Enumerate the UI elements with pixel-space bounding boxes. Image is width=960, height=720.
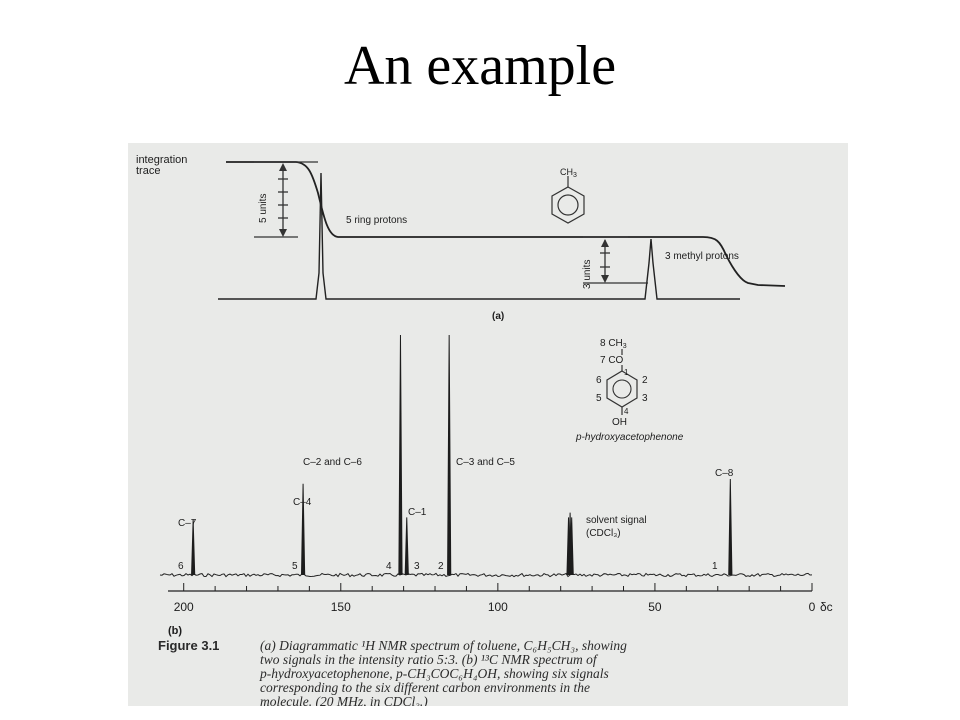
baseline-num-1: 1 — [712, 561, 718, 572]
caption-line-4: corresponding to the six different carbo… — [260, 680, 590, 695]
c7-label: 7 CO — [600, 355, 624, 366]
figure-svg: integration trace 5 units — [136, 154, 833, 637]
peak-4 — [447, 334, 452, 576]
panel-b-label: (b) — [168, 625, 182, 637]
integration-label-2: trace — [136, 165, 160, 177]
methyl-protons-label: 3 methyl protons — [665, 251, 739, 262]
peak-7 — [569, 517, 574, 576]
label-c8: C–8 — [715, 468, 734, 479]
panel-a-label: (a) — [492, 311, 504, 322]
tick-label-200: 200 — [174, 600, 194, 614]
toluene-ch3-label: CH3 — [560, 167, 577, 179]
caption-line-3: p-hydroxyacetophenone, p-CH₃COC₆H₄OH, sh… — [260, 666, 609, 681]
tick-label-150: 150 — [331, 600, 351, 614]
panel-a: integration trace 5 units — [136, 154, 786, 322]
pos-4: 4 — [624, 407, 629, 416]
figure-scan: integration trace 5 units — [128, 143, 848, 706]
compound-name: p-hydroxyacetophenone — [575, 432, 684, 443]
caption-line-5: molecule. (20 MHz, in CDCl₃.) — [260, 694, 428, 707]
baseline-num-6: 6 — [178, 561, 184, 572]
pos-2: 2 — [642, 375, 648, 386]
c13-baseline — [159, 572, 813, 578]
c8-label: 8 CH3 — [600, 338, 627, 350]
label-c7: C–7 — [178, 518, 197, 529]
tick-label-50: 50 — [648, 600, 662, 614]
peak-8 — [728, 478, 733, 576]
integration-trace — [226, 161, 786, 287]
peak-1 — [300, 483, 306, 576]
peak-2 — [398, 334, 403, 576]
acetophenone-structure: 8 CH3 7 CO 1 2 3 6 5 4 OH p-hydroxyaceto… — [575, 338, 684, 443]
label-solvent-2: (CDCl₃) — [586, 528, 621, 539]
pos-3: 3 — [642, 393, 648, 404]
peak-0 — [191, 519, 196, 576]
label-c2c6: C–2 and C–6 — [303, 457, 362, 468]
tick-label-100: 100 — [488, 600, 508, 614]
oh-label: OH — [612, 417, 627, 428]
label-solvent-1: solvent signal — [586, 515, 647, 526]
toluene-structure — [551, 176, 585, 224]
label-c3c5: C–3 and C–5 — [456, 457, 515, 468]
h-spectrum-trace — [218, 172, 740, 300]
c13-peaks — [191, 334, 733, 576]
caption-label: Figure 3.1 — [158, 638, 220, 653]
baseline-num-5: 5 — [292, 561, 298, 572]
label-c1: C–1 — [408, 507, 427, 518]
caption-line-1: (a) Diagrammatic ¹H NMR spectrum of tolu… — [260, 638, 627, 653]
pos-5: 5 — [596, 393, 602, 404]
five-units-arrow — [254, 161, 318, 238]
caption-line-2: two signals in the intensity ratio 5:3. … — [260, 652, 597, 667]
caption-text: (a) Diagrammatic ¹H NMR spectrum of tolu… — [260, 638, 840, 707]
panel-b: 8 CH3 7 CO 1 2 3 6 5 4 OH p-hydroxyaceto… — [159, 334, 833, 637]
three-units-arrow — [583, 236, 648, 284]
peak-3 — [404, 517, 409, 576]
c13-ticks: 200 150 100 50 0 — [174, 583, 816, 614]
ring-protons-label: 5 ring protons — [346, 215, 407, 226]
tick-label-0: 0 — [809, 600, 816, 614]
integration-label-1: integration — [136, 154, 187, 166]
pos-6: 6 — [596, 375, 602, 386]
baseline-num-4: 4 — [386, 561, 392, 572]
slide-title: An example — [343, 35, 617, 97]
three-units-label: 3 units — [582, 260, 593, 289]
baseline-num-3: 3 — [414, 561, 420, 572]
five-units-label: 5 units — [258, 194, 269, 223]
baseline-num-2: 2 — [438, 561, 444, 572]
pos-1: 1 — [624, 368, 629, 377]
axis-unit: δc — [820, 600, 833, 614]
